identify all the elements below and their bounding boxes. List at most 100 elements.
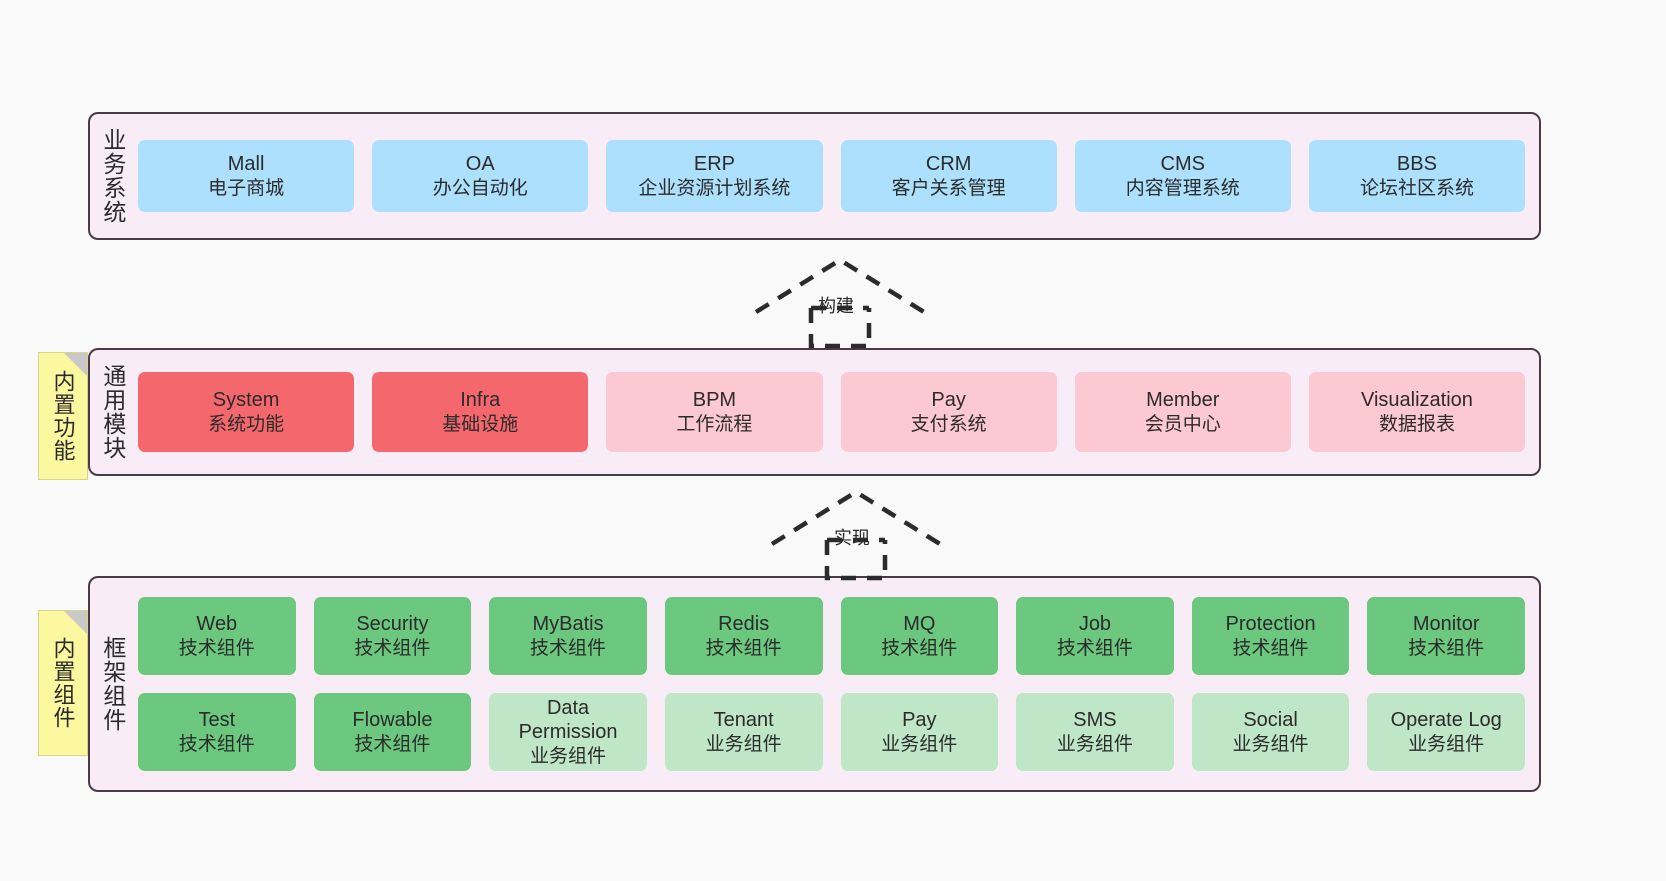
component-box-web[interactable]: Web 技术组件: [138, 597, 296, 675]
module-box-pay-name: Pay: [931, 389, 966, 412]
layer-framework-component[interactable]: 框架组件 Web 技术组件 Security 技术组件 MyBatis 技术组件…: [88, 576, 1541, 792]
connector-implement: 实现: [766, 488, 946, 581]
component-box-data-permission-desc: 业务组件: [530, 745, 607, 767]
component-box-security-name: Security: [356, 613, 429, 636]
business-row: Mall 电子商城 OA 办公自动化 ERP 企业资源计划系统 CRM 客户关系…: [138, 140, 1526, 212]
component-box-redis-desc: 技术组件: [705, 637, 782, 659]
component-box-redis[interactable]: Redis 技术组件: [664, 597, 823, 675]
common-row: System 系统功能 Infra 基础设施 BPM 工作流程 Pay 支付系统…: [138, 372, 1526, 452]
component-box-monitor-name: Monitor: [1412, 613, 1480, 636]
component-box-operate-log[interactable]: Operate Log 业务组件: [1367, 693, 1525, 771]
component-box-job-name: Job: [1078, 613, 1112, 636]
business-box-erp[interactable]: ERP 企业资源计划系统: [606, 140, 823, 212]
component-box-pay[interactable]: Pay 业务组件: [840, 693, 999, 771]
layer-framework-component-body: Web 技术组件 Security 技术组件 MyBatis 技术组件 Redi…: [134, 578, 1539, 790]
module-box-system-name: System: [212, 389, 280, 412]
layer-business-system[interactable]: 业务系统 Mall 电子商城 OA 办公自动化 ERP 企业资源计划系统 CRM…: [88, 112, 1541, 240]
module-box-infra[interactable]: Infra 基础设施: [372, 372, 589, 452]
component-box-test-name: Test: [198, 709, 236, 732]
build-shaft-icon: [808, 308, 872, 349]
component-box-tenant[interactable]: Tenant 业务组件: [664, 693, 823, 771]
layer-business-system-body: Mall 电子商城 OA 办公自动化 ERP 企业资源计划系统 CRM 客户关系…: [134, 114, 1539, 238]
layer-common-module-body: System 系统功能 Infra 基础设施 BPM 工作流程 Pay 支付系统…: [134, 350, 1539, 474]
business-box-cms[interactable]: CMS 内容管理系统: [1074, 140, 1291, 212]
component-box-operate-log-desc: 业务组件: [1408, 733, 1485, 755]
component-box-sms-name: SMS: [1073, 709, 1117, 732]
layer-business-system-title: 业务系统: [99, 128, 126, 224]
sticky-note-builtin-function-label: 内置功能: [50, 370, 76, 462]
business-box-cms-desc: 内容管理系统: [1125, 177, 1240, 199]
business-box-crm-desc: 客户关系管理: [891, 177, 1006, 199]
component-box-job-desc: 技术组件: [1056, 637, 1133, 659]
component-box-tenant-desc: 业务组件: [705, 733, 782, 755]
component-box-protection-desc: 技术组件: [1232, 637, 1309, 659]
business-box-mall-desc: 电子商城: [208, 177, 285, 199]
business-box-oa[interactable]: OA 办公自动化: [372, 140, 589, 212]
note-fold-icon: [64, 353, 87, 376]
component-box-mybatis-name: MyBatis: [532, 613, 604, 636]
sticky-note-builtin-component[interactable]: 内置组件: [38, 610, 88, 756]
component-box-mq-desc: 技术组件: [881, 637, 958, 659]
business-box-oa-desc: 办公自动化: [432, 177, 528, 199]
business-box-erp-name: ERP: [693, 153, 735, 176]
business-box-cms-name: CMS: [1160, 153, 1205, 176]
module-box-bpm[interactable]: BPM 工作流程: [606, 372, 823, 452]
component-box-mybatis[interactable]: MyBatis 技术组件: [489, 597, 647, 675]
component-box-security-desc: 技术组件: [354, 637, 431, 659]
component-box-protection-name: Protection: [1225, 613, 1316, 636]
business-box-bbs-name: BBS: [1396, 153, 1437, 176]
component-box-redis-name: Redis: [718, 613, 770, 636]
business-box-erp-desc: 企业资源计划系统: [638, 177, 791, 199]
component-box-monitor-desc: 技术组件: [1408, 637, 1485, 659]
component-box-test[interactable]: Test 技术组件: [138, 693, 296, 771]
business-box-oa-name: OA: [465, 153, 495, 176]
layer-common-module-title: 通用模块: [99, 364, 126, 460]
module-box-member-name: Member: [1146, 389, 1220, 412]
component-box-tenant-name: Tenant: [713, 709, 774, 732]
component-box-social-desc: 业务组件: [1232, 733, 1309, 755]
component-box-sms-desc: 业务组件: [1056, 733, 1133, 755]
build-arrowhead-icon: [754, 257, 926, 314]
business-box-mall-name: Mall: [227, 153, 265, 176]
business-box-bbs-desc: 论坛社区系统: [1359, 177, 1474, 199]
component-box-protection[interactable]: Protection 技术组件: [1191, 597, 1350, 675]
business-box-mall[interactable]: Mall 电子商城: [138, 140, 355, 212]
module-box-system[interactable]: System 系统功能: [138, 372, 355, 452]
module-box-infra-desc: 基础设施: [442, 413, 519, 435]
business-box-crm-name: CRM: [925, 153, 972, 176]
module-box-visualization-name: Visualization: [1360, 389, 1473, 412]
business-box-crm[interactable]: CRM 客户关系管理: [840, 140, 1057, 212]
component-box-data-permission[interactable]: Data Permission 业务组件: [489, 693, 647, 771]
module-box-bpm-name: BPM: [692, 389, 737, 412]
module-box-pay[interactable]: Pay 支付系统: [840, 372, 1057, 452]
business-box-bbs[interactable]: BBS 论坛社区系统: [1308, 140, 1526, 212]
component-box-web-name: Web: [196, 613, 238, 636]
component-box-job[interactable]: Job 技术组件: [1016, 597, 1174, 675]
framework-row-tech: Web 技术组件 Security 技术组件 MyBatis 技术组件 Redi…: [138, 597, 1525, 675]
module-box-member[interactable]: Member 会员中心: [1074, 372, 1291, 452]
sticky-note-builtin-component-label: 内置组件: [50, 637, 76, 729]
component-box-sms[interactable]: SMS 业务组件: [1016, 693, 1174, 771]
implement-arrowhead-icon: [770, 489, 942, 546]
module-box-visualization[interactable]: Visualization 数据报表: [1308, 372, 1526, 452]
component-box-data-permission-name2: Permission: [518, 721, 618, 744]
component-box-flowable[interactable]: Flowable 技术组件: [313, 693, 472, 771]
component-box-security[interactable]: Security 技术组件: [313, 597, 472, 675]
sticky-note-builtin-function[interactable]: 内置功能: [38, 352, 88, 480]
component-box-social[interactable]: Social 业务组件: [1191, 693, 1350, 771]
layer-common-module[interactable]: 通用模块 System 系统功能 Infra 基础设施 BPM 工作流程 Pay…: [88, 348, 1541, 476]
module-box-visualization-desc: 数据报表: [1378, 413, 1455, 435]
component-box-mq[interactable]: MQ 技术组件: [840, 597, 999, 675]
connector-build-label: 构建: [818, 296, 854, 316]
module-box-pay-desc: 支付系统: [910, 413, 987, 435]
module-box-system-desc: 系统功能: [208, 413, 285, 435]
module-box-member-desc: 会员中心: [1144, 413, 1221, 435]
component-box-pay-name: Pay: [902, 709, 937, 732]
implement-shaft-icon: [824, 540, 888, 581]
connector-build: 构建: [750, 256, 930, 349]
component-box-operate-log-name: Operate Log: [1390, 709, 1502, 732]
component-box-monitor[interactable]: Monitor 技术组件: [1367, 597, 1525, 675]
module-box-bpm-desc: 工作流程: [676, 413, 753, 435]
note-fold-icon: [64, 611, 87, 634]
